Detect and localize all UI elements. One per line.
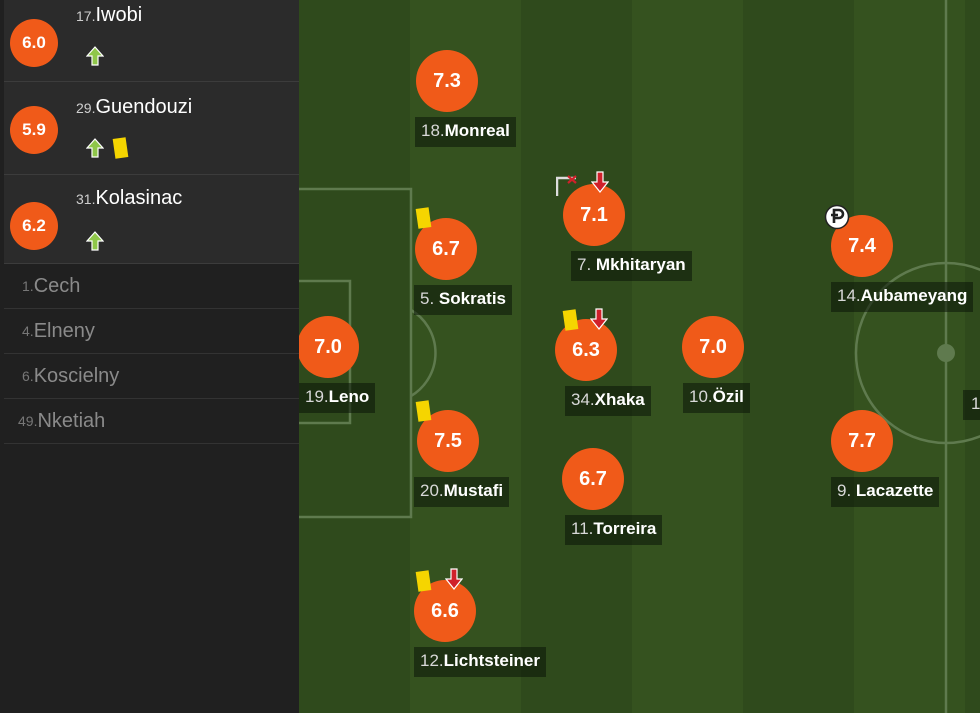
player-name: 20.Mustafi xyxy=(414,477,510,507)
player-rating: 5.9 xyxy=(10,106,58,154)
player-name: 12.Lichtsteiner xyxy=(414,647,546,677)
pitch-markings xyxy=(299,0,980,713)
substitute-row-guendouzi[interactable]: 5.9 29.Guendouzi xyxy=(4,82,299,175)
pitch: 7.0 19.Leno 7.3 18.Monreal 6.7 5. Sokrat… xyxy=(299,0,980,713)
player-rating: 6.0 xyxy=(10,19,58,67)
player-name: 19.Leno xyxy=(299,383,376,413)
sub-in-arrow-icon xyxy=(86,46,104,66)
player-name: Elneny xyxy=(33,319,95,342)
offscreen-player-label: 1 xyxy=(963,390,980,420)
player-name: 9. Lacazette xyxy=(831,477,940,507)
player-name: 7. Mkhitaryan xyxy=(571,251,692,281)
sub-out-arrow-icon xyxy=(591,171,609,193)
player-name: 18.Monreal xyxy=(415,117,516,147)
missed-chance-icon xyxy=(556,175,577,196)
substitutes-panel: 6.0 17.Iwobi 5.9 29.Guendouzi 6.2 31.Kol… xyxy=(0,0,299,713)
player-name: Nketiah xyxy=(37,409,106,432)
sub-out-arrow-icon xyxy=(590,308,608,330)
player-rating: 7.0 xyxy=(299,316,359,378)
player-rating: 7.0 xyxy=(682,316,744,378)
player-name: 14.Aubameyang xyxy=(831,282,974,312)
sub-in-arrow-icon xyxy=(86,231,104,251)
penalty-goal-icon xyxy=(824,204,850,230)
player-name: 10.Özil xyxy=(683,383,750,413)
yellow-card-icon xyxy=(112,137,129,159)
bench-row-koscielny[interactable]: 6.Koscielny xyxy=(4,354,299,399)
player-rating: 7.1 xyxy=(563,184,625,246)
player-rating: 7.7 xyxy=(831,410,893,472)
substitute-row-kolasinac[interactable]: 6.2 31.Kolasinac xyxy=(4,175,299,264)
player-rating: 6.7 xyxy=(562,448,624,510)
player-rating: 6.7 xyxy=(415,218,477,280)
player-rating: 6.2 xyxy=(10,202,58,250)
bench-row-elneny[interactable]: 4.Elneny xyxy=(4,309,299,354)
sub-out-arrow-icon xyxy=(445,568,463,590)
player-name: 17.Iwobi xyxy=(76,4,143,26)
player-name: 34.Xhaka xyxy=(565,386,651,416)
player-name: 29.Guendouzi xyxy=(76,96,193,118)
bench-row-nketiah[interactable]: 49.Nketiah xyxy=(4,399,299,444)
yellow-card-icon xyxy=(415,400,432,422)
player-name: 11.Torreira xyxy=(565,515,663,545)
yellow-card-icon xyxy=(415,207,432,229)
player-name: 31.Kolasinac xyxy=(76,187,183,209)
player-rating: 7.3 xyxy=(416,50,478,112)
substitute-row-iwobi[interactable]: 6.0 17.Iwobi xyxy=(4,0,299,82)
player-name: Cech xyxy=(33,274,81,297)
yellow-card-icon xyxy=(562,309,579,331)
bench-row-cech[interactable]: 1.Cech xyxy=(4,264,299,309)
player-name: 5. Sokratis xyxy=(414,285,512,315)
sub-in-arrow-icon xyxy=(86,138,104,158)
player-name: Koscielny xyxy=(33,364,120,387)
yellow-card-icon xyxy=(415,570,432,592)
